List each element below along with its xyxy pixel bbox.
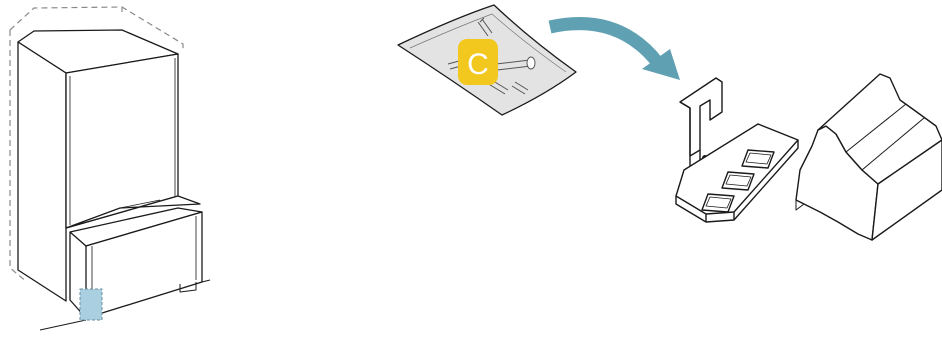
fridge-side (18, 42, 66, 301)
mounting-bracket-illustration (676, 78, 798, 222)
bracket-cover-illustration (796, 74, 942, 240)
refrigerator-illustration (10, 7, 210, 330)
bracket-vertical-tab (680, 78, 722, 156)
parts-bag-label: C (467, 48, 489, 81)
bracket-location-highlight (80, 289, 102, 320)
